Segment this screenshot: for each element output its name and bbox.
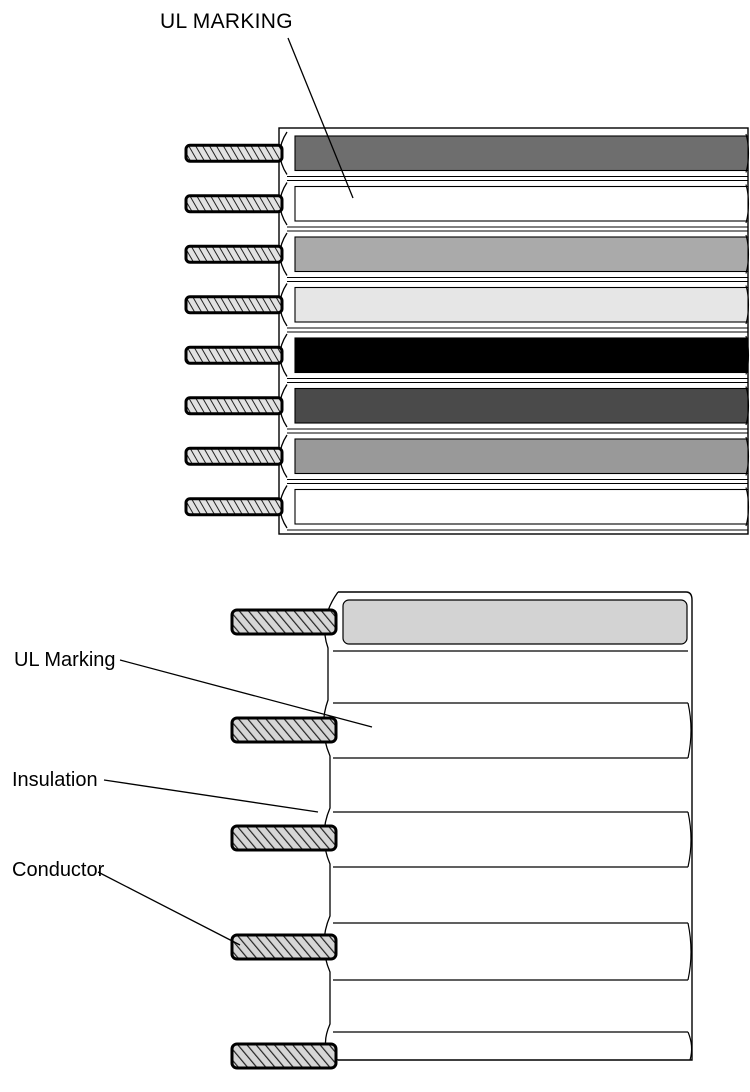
ul-marking-leader-top [287,37,354,199]
conductor-stripe [294,387,749,424]
conductor-end [230,933,338,961]
wire-outline [687,702,692,759]
conductor-stripe [294,438,749,475]
conductor-end [184,446,284,466]
conductor-end [184,295,284,315]
conductor-end [230,824,338,852]
conductor-end [184,345,284,365]
wire-outline [745,487,750,527]
cable-body-outline [338,591,693,1061]
conductor-stripe [294,488,749,525]
first-conductor-fill [342,599,688,645]
conductor-end [230,1042,338,1070]
conductor-stripe [294,236,749,273]
wire-outline [745,133,750,173]
wire-outline [687,922,692,981]
conductor-leader [97,871,241,946]
conductor-callout: Conductor [12,859,105,881]
conductor-end [184,143,284,163]
conductor-stripe [294,135,749,172]
wire-outline [687,811,692,868]
conductor-stripe [294,286,749,323]
conductor-end [184,497,284,517]
wire-outline [745,436,750,476]
ul-marking-leader [119,659,373,728]
conductor-end [184,194,284,214]
wire-outline [745,335,750,375]
flat-ribbon-cable-figure [184,127,750,535]
insulation-leader [103,779,319,813]
ul-marking-callout-top: UL MARKING [160,10,293,33]
conductor-end [230,608,338,636]
conductor-end [184,396,284,416]
conductor-ends [230,608,338,1070]
wire-outline [745,234,750,274]
conductor-end [230,716,338,744]
bonded-wire-cable-figure [230,591,693,1070]
wire-outline [745,285,750,325]
wire-outline [687,1031,693,1061]
conductor-stripe [294,337,749,374]
conductor-stripe [294,185,749,222]
wire-outline [745,184,750,224]
insulation-callout: Insulation [12,769,98,791]
ul-marking-callout: UL Marking [14,649,116,671]
conductor-end [184,244,284,264]
wire-outline [745,386,750,426]
